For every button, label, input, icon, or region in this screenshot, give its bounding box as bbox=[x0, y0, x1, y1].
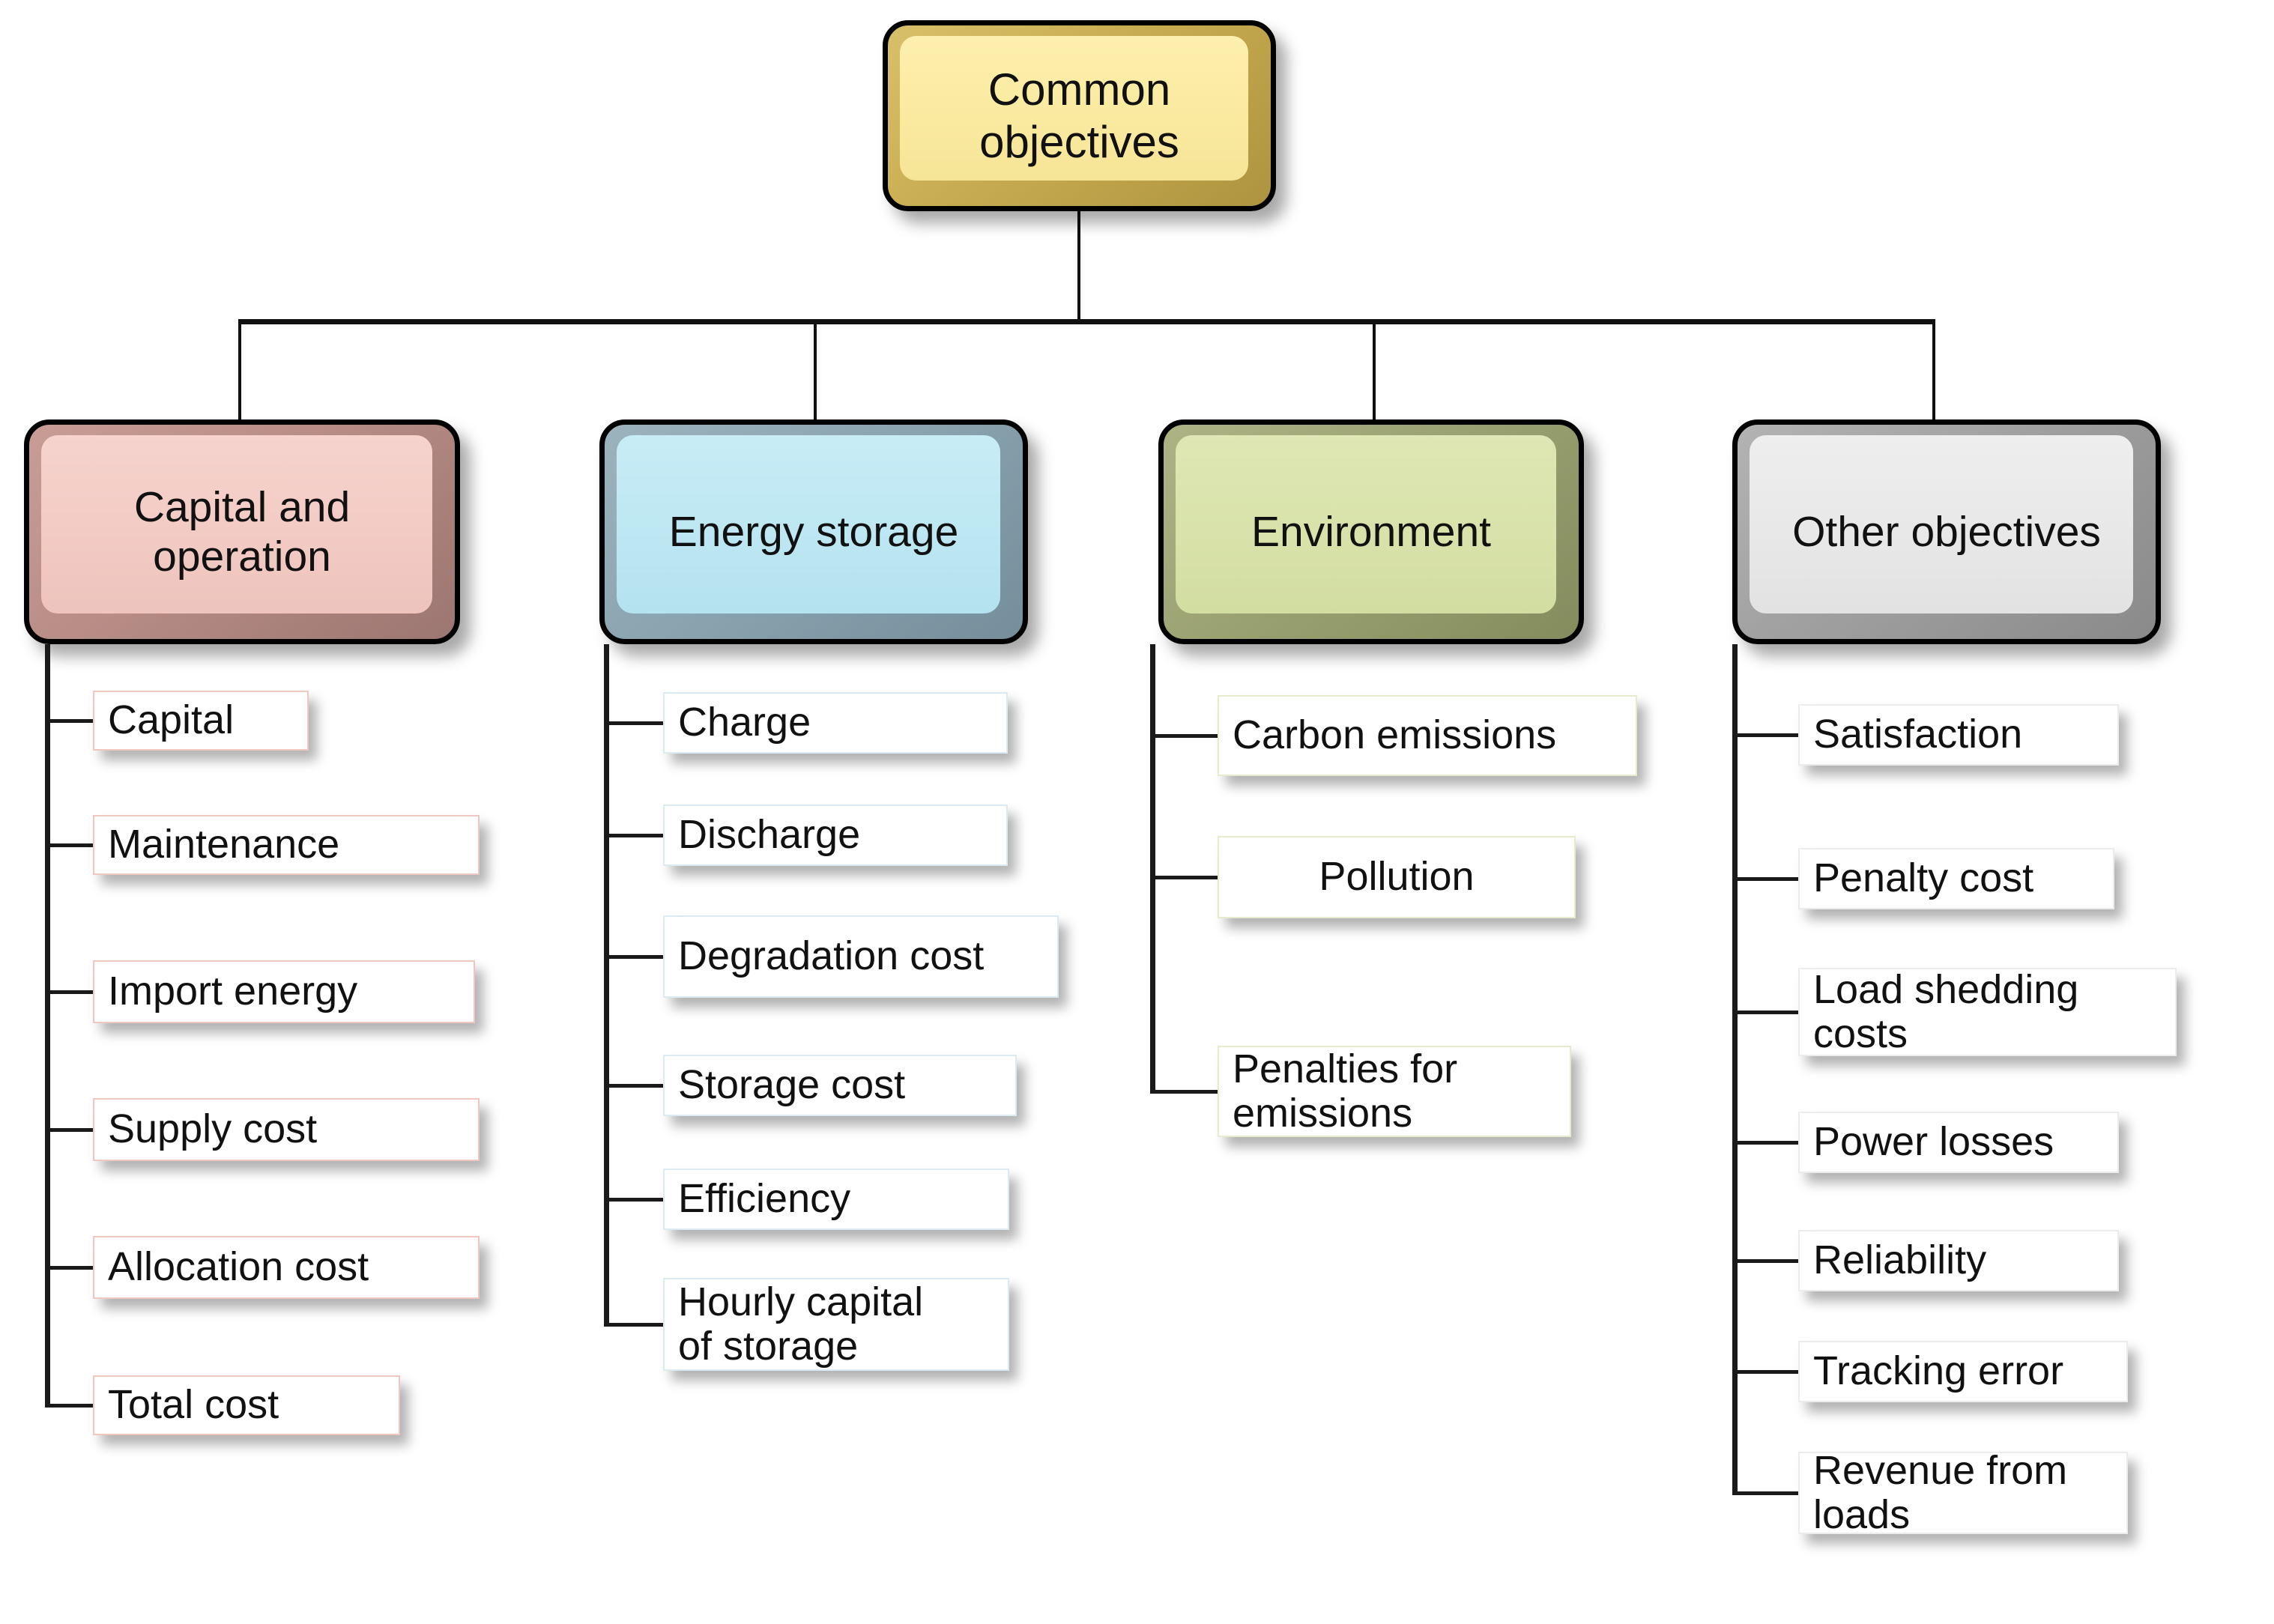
branch-trunk-3 bbox=[1732, 644, 1738, 1495]
branch-connector bbox=[1732, 1491, 1798, 1495]
leaf-node-label: Penalty cost bbox=[1813, 855, 2034, 901]
branch-connector bbox=[604, 1084, 663, 1088]
leaf-node[interactable]: Power losses bbox=[1798, 1112, 2119, 1173]
branch-trunk-1 bbox=[604, 644, 609, 1327]
leaf-node-label: Revenue from loads bbox=[1813, 1447, 2068, 1537]
category-node-face bbox=[41, 435, 432, 613]
branch-connector bbox=[604, 721, 663, 725]
category-bus-line bbox=[238, 319, 1935, 324]
category-node-label: Energy storage bbox=[668, 507, 959, 556]
leaf-node[interactable]: Carbon emissions bbox=[1218, 695, 1637, 776]
bus-drop-line-1 bbox=[814, 322, 817, 421]
category-node-label: Capital and operation bbox=[133, 482, 351, 581]
leaf-node-label: Maintenance bbox=[108, 822, 340, 867]
leaf-node[interactable]: Allocation cost bbox=[93, 1236, 480, 1299]
branch-trunk-2 bbox=[1150, 644, 1155, 1094]
branch-connector bbox=[45, 843, 93, 847]
branch-connector bbox=[45, 990, 93, 994]
leaf-node[interactable]: Charge bbox=[663, 692, 1008, 754]
branch-connector bbox=[1732, 1011, 1798, 1014]
leaf-node-label: Tracking error bbox=[1813, 1348, 2064, 1394]
root-node-face bbox=[900, 36, 1248, 181]
leaf-node[interactable]: Total cost bbox=[93, 1375, 400, 1435]
leaf-node[interactable]: Storage cost bbox=[663, 1055, 1017, 1116]
root-node-label: Common objectives bbox=[979, 64, 1179, 167]
category-node-capital-and-operation[interactable]: Capital and operation bbox=[24, 419, 460, 644]
leaf-node-label: Carbon emissions bbox=[1233, 712, 1557, 758]
leaf-node[interactable]: Import energy bbox=[93, 960, 475, 1023]
branch-connector bbox=[45, 1266, 93, 1270]
branch-connector bbox=[604, 834, 663, 837]
branch-connector bbox=[1732, 1141, 1798, 1145]
root-drop-line bbox=[1077, 211, 1080, 322]
branch-connector bbox=[1732, 733, 1798, 737]
branch-connector bbox=[1732, 1259, 1798, 1263]
branch-connector bbox=[45, 1128, 93, 1132]
leaf-node[interactable]: Revenue from loads bbox=[1798, 1448, 2128, 1537]
category-node-face bbox=[1176, 435, 1556, 613]
leaf-node[interactable]: Pollution bbox=[1218, 836, 1576, 918]
leaf-node[interactable]: Penalties for emissions bbox=[1218, 1046, 1571, 1137]
leaf-node-label: Storage cost bbox=[678, 1062, 906, 1108]
leaf-node-label: Load shedding costs bbox=[1813, 966, 2079, 1056]
category-node-label: Other objectives bbox=[1792, 507, 2101, 556]
leaf-node-label: Capital bbox=[108, 697, 235, 743]
leaf-node-label: Supply cost bbox=[108, 1106, 318, 1152]
branch-connector bbox=[604, 1323, 663, 1327]
leaf-node[interactable]: Tracking error bbox=[1798, 1341, 2128, 1402]
root-node[interactable]: Common objectives bbox=[883, 20, 1276, 211]
leaf-node-label: Degradation cost bbox=[678, 933, 985, 979]
leaf-node-label: Penalties for emissions bbox=[1233, 1046, 1458, 1136]
leaf-node[interactable]: Degradation cost bbox=[663, 915, 1059, 998]
branch-connector bbox=[45, 1404, 93, 1408]
leaf-node-label: Reliability bbox=[1813, 1237, 1987, 1283]
leaf-node-label: Satisfaction bbox=[1813, 712, 2023, 757]
leaf-node[interactable]: Penalty cost bbox=[1798, 848, 2114, 909]
leaf-node-label: Hourly capital of storage bbox=[678, 1279, 924, 1369]
branch-connector bbox=[1732, 1370, 1798, 1374]
category-node-face bbox=[617, 435, 1000, 613]
branch-connector bbox=[604, 1198, 663, 1202]
leaf-node[interactable]: Reliability bbox=[1798, 1230, 2119, 1291]
leaf-node[interactable]: Satisfaction bbox=[1798, 704, 2119, 766]
category-node-label: Environment bbox=[1251, 507, 1491, 556]
leaf-node-label: Power losses bbox=[1813, 1119, 2054, 1165]
leaf-node-label: Pollution bbox=[1319, 854, 1475, 900]
bus-drop-line-3 bbox=[1932, 322, 1935, 421]
bus-drop-line-2 bbox=[1373, 322, 1376, 421]
leaf-node[interactable]: Maintenance bbox=[93, 815, 480, 875]
category-node-other-objectives[interactable]: Other objectives bbox=[1732, 419, 2161, 644]
branch-connector bbox=[1150, 876, 1218, 879]
branch-connector bbox=[1732, 877, 1798, 881]
leaf-node-label: Allocation cost bbox=[108, 1244, 369, 1290]
branch-connector bbox=[1150, 1090, 1218, 1094]
leaf-node[interactable]: Discharge bbox=[663, 805, 1008, 866]
category-node-energy-storage[interactable]: Energy storage bbox=[599, 419, 1028, 644]
branch-connector bbox=[604, 955, 663, 959]
category-node-environment[interactable]: Environment bbox=[1158, 419, 1584, 644]
leaf-node-label: Discharge bbox=[678, 812, 861, 858]
leaf-node[interactable]: Supply cost bbox=[93, 1098, 480, 1161]
branch-connector bbox=[45, 719, 93, 723]
branch-trunk-0 bbox=[45, 644, 50, 1408]
leaf-node-label: Charge bbox=[678, 700, 811, 745]
category-node-face bbox=[1750, 435, 2133, 613]
leaf-node[interactable]: Capital bbox=[93, 691, 309, 751]
leaf-node-label: Efficiency bbox=[678, 1176, 851, 1222]
leaf-node-label: Total cost bbox=[108, 1382, 279, 1428]
leaf-node[interactable]: Load shedding costs bbox=[1798, 966, 2177, 1056]
branch-connector bbox=[1150, 734, 1218, 738]
leaf-node-label: Import energy bbox=[108, 969, 358, 1014]
bus-drop-line-0 bbox=[238, 322, 241, 421]
leaf-node[interactable]: Hourly capital of storage bbox=[663, 1278, 1009, 1371]
leaf-node[interactable]: Efficiency bbox=[663, 1169, 1009, 1230]
